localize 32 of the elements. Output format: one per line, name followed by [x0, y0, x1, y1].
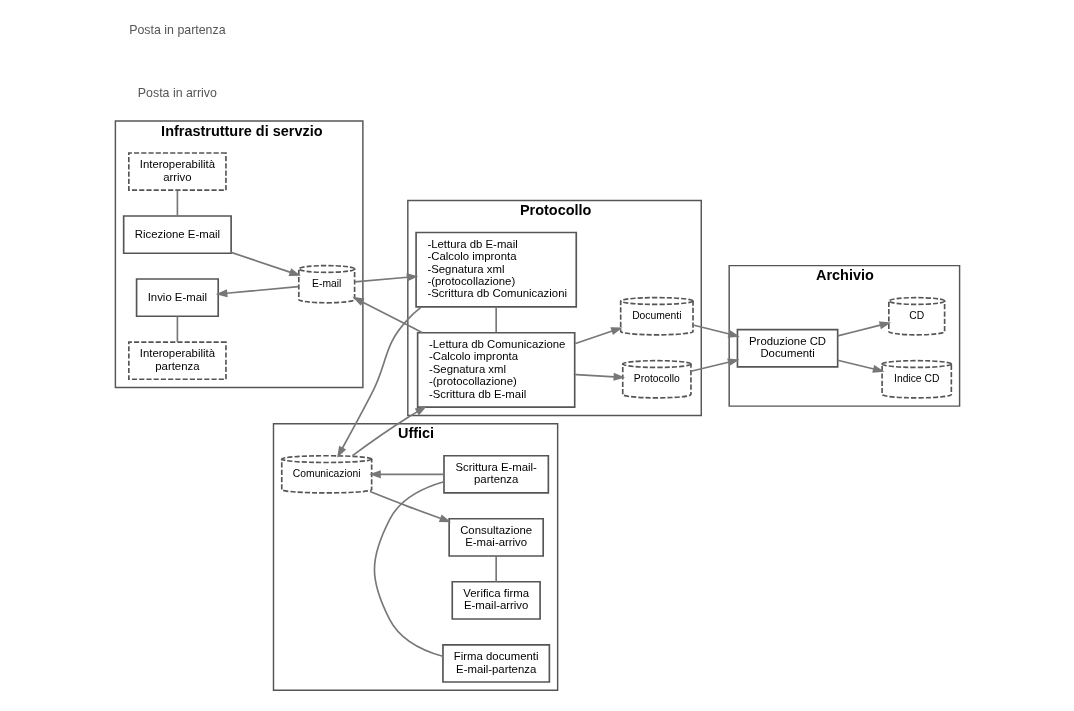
label: Posta in arrivo — [137, 86, 217, 101]
arrow — [229, 251, 301, 276]
node-box: Scrittura E-mail- partenza — [442, 454, 549, 494]
label: Posta in partenza — [128, 23, 226, 38]
node-box: -Lettura db E-mail -Calcolo impronta -Segnatura xml -(protocollazione) -Scrittura db Comunicazioni — [414, 231, 577, 308]
connector — [176, 189, 178, 217]
node-box: Ricezione E-mail — [122, 215, 232, 255]
node-box: Interoperabilità partenza — [127, 341, 227, 381]
arrow — [836, 359, 884, 373]
node-box: Interoperabilità arrivo — [127, 152, 227, 191]
node-box: -Lettura db Comunicazione -Calcolo impronta -Segnatura xml -(protocollazione) -Scrittura db E-mail — [416, 331, 576, 408]
arrow — [573, 327, 623, 345]
connector — [494, 555, 497, 583]
node-box: Firma documenti E-mail-partenza — [441, 644, 550, 683]
arrow — [691, 324, 740, 338]
connector — [373, 480, 445, 658]
node-box: Verifica firma E-mail-arrivo — [450, 580, 541, 620]
node-box: Invio E-mail — [135, 278, 219, 318]
arrow — [353, 273, 418, 283]
arrow — [368, 490, 451, 523]
node-box: Consultazione E-mai-arrivo — [447, 517, 544, 557]
arrow — [351, 406, 427, 457]
arrow — [689, 358, 739, 373]
arrow — [336, 306, 422, 458]
connector — [176, 315, 178, 343]
arrow — [368, 470, 445, 479]
arrow — [215, 285, 299, 298]
arrow — [836, 321, 891, 337]
node-box: Produzione CD Documenti — [736, 328, 838, 368]
connector — [494, 306, 497, 334]
arrow — [351, 296, 423, 334]
arrow — [573, 372, 625, 381]
